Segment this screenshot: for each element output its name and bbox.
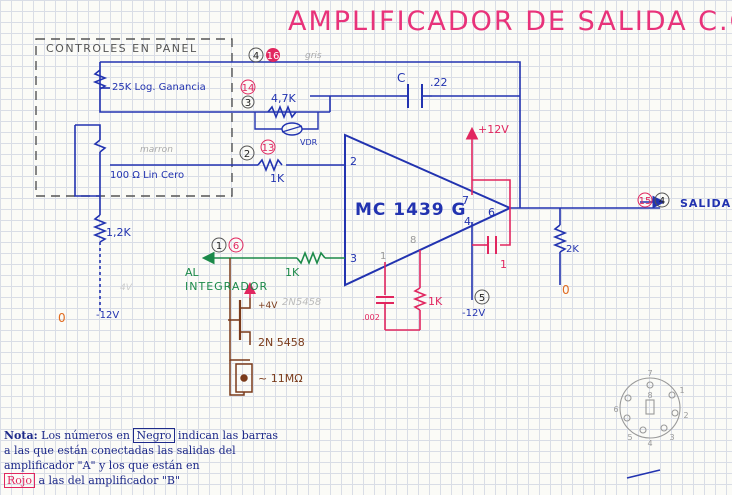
feedback-top-wire bbox=[100, 61, 521, 208]
bar-number-2: 2 bbox=[244, 149, 250, 160]
pin-2: 2 bbox=[350, 155, 357, 168]
pin-4: 4 bbox=[464, 215, 471, 228]
cap-value: .22 bbox=[430, 76, 448, 89]
svg-text:2: 2 bbox=[683, 411, 688, 420]
svg-text:1: 1 bbox=[679, 386, 684, 395]
comp-wire bbox=[472, 179, 511, 246]
resistor-4k7 bbox=[267, 104, 297, 120]
ground-zero: 0 bbox=[58, 311, 66, 325]
bar-number-13: 13 bbox=[262, 143, 275, 154]
svg-text:2N5458: 2N5458 bbox=[282, 297, 321, 308]
bar-number-4: 4 bbox=[253, 51, 259, 62]
zero-pot-label: 100 Ω Lin Cero bbox=[110, 170, 184, 181]
zero-pot-resistor bbox=[93, 139, 107, 153]
neg-supply-left: -12V bbox=[96, 310, 119, 321]
bar-number-1: 1 bbox=[216, 241, 222, 252]
trans-supply-label: +4V bbox=[258, 301, 278, 311]
r1k-input-label: 1K bbox=[285, 266, 300, 279]
resistor-1k-comp bbox=[412, 287, 428, 311]
opamp-label: MC 1439 G bbox=[355, 200, 467, 220]
neg-supply-right: -12V bbox=[462, 308, 485, 319]
note-lead: Nota: bbox=[4, 429, 38, 442]
pin-7: 7 bbox=[462, 194, 469, 207]
bar-number-5: 5 bbox=[479, 293, 485, 304]
pin-1: 1 bbox=[380, 251, 386, 262]
pin-6: 6 bbox=[488, 206, 495, 219]
gain-pot-label: 25K Log. Ganancia bbox=[112, 82, 206, 93]
r1k2-label: 1,2K bbox=[106, 226, 131, 239]
svg-text:5: 5 bbox=[627, 433, 632, 442]
r1k-top-label: 1K bbox=[270, 172, 285, 185]
svg-text:3: 3 bbox=[669, 433, 674, 442]
resistor-2k bbox=[552, 224, 568, 253]
svg-text:4V: 4V bbox=[120, 283, 133, 293]
pos-supply-label: +12V bbox=[478, 123, 509, 136]
output-label: SALIDA bbox=[680, 197, 731, 210]
resistor-1k-top bbox=[257, 157, 283, 173]
opamp-triangle bbox=[344, 133, 513, 287]
r1k-comp-label: 1K bbox=[428, 295, 443, 308]
svg-text:marron: marron bbox=[140, 145, 173, 155]
pin-3: 3 bbox=[350, 252, 357, 265]
svg-text:4: 4 bbox=[647, 439, 652, 448]
gain-pot-resistor bbox=[92, 69, 108, 90]
ground-out: 0 bbox=[562, 283, 570, 297]
pin-8: 8 bbox=[410, 235, 416, 246]
r11m-label: ~ 11MΩ bbox=[258, 372, 303, 385]
cap-label: C bbox=[397, 71, 405, 85]
bar-number-4b: 4 bbox=[659, 196, 665, 207]
svg-text:6: 6 bbox=[613, 405, 618, 414]
panel-box bbox=[35, 38, 233, 197]
zero-pot-left bbox=[74, 125, 100, 197]
cap-out-label: 1 bbox=[500, 258, 507, 271]
resistor-1k2 bbox=[92, 214, 108, 243]
bar-number-14: 14 bbox=[242, 83, 255, 94]
note-black-word: Negro bbox=[133, 428, 175, 443]
page-title: AMPLIFICADOR DE SALIDA C.C. bbox=[288, 6, 732, 37]
integrator-label-2: INTEGRADOR bbox=[185, 280, 268, 293]
resistor-1k-input bbox=[296, 250, 326, 266]
connector-diagram bbox=[619, 377, 681, 439]
bar-number-6: 6 bbox=[233, 241, 239, 252]
note-red-word: Rojo bbox=[4, 473, 35, 488]
svg-text:7: 7 bbox=[647, 369, 652, 378]
vdr-label: VDR bbox=[300, 138, 318, 147]
cap-002-label: .002 bbox=[362, 313, 380, 322]
svg-text:gris: gris bbox=[305, 51, 322, 61]
transistor-label: 2N 5458 bbox=[258, 336, 305, 349]
r2k-label: 2K bbox=[566, 244, 579, 255]
bar-number-16: 16 bbox=[267, 51, 280, 62]
bar-number-3: 3 bbox=[245, 98, 251, 109]
gain-pot-wire bbox=[99, 62, 330, 113]
svg-text:8: 8 bbox=[647, 391, 652, 400]
note-text: Nota: Los números en Negro indican las b… bbox=[4, 428, 279, 488]
r4k7-label: 4,7K bbox=[271, 92, 296, 105]
bar-number-15: 15 bbox=[639, 196, 652, 207]
panel-label: CONTROLES EN PANEL bbox=[46, 42, 198, 55]
integrator-label-1: AL bbox=[185, 266, 200, 279]
